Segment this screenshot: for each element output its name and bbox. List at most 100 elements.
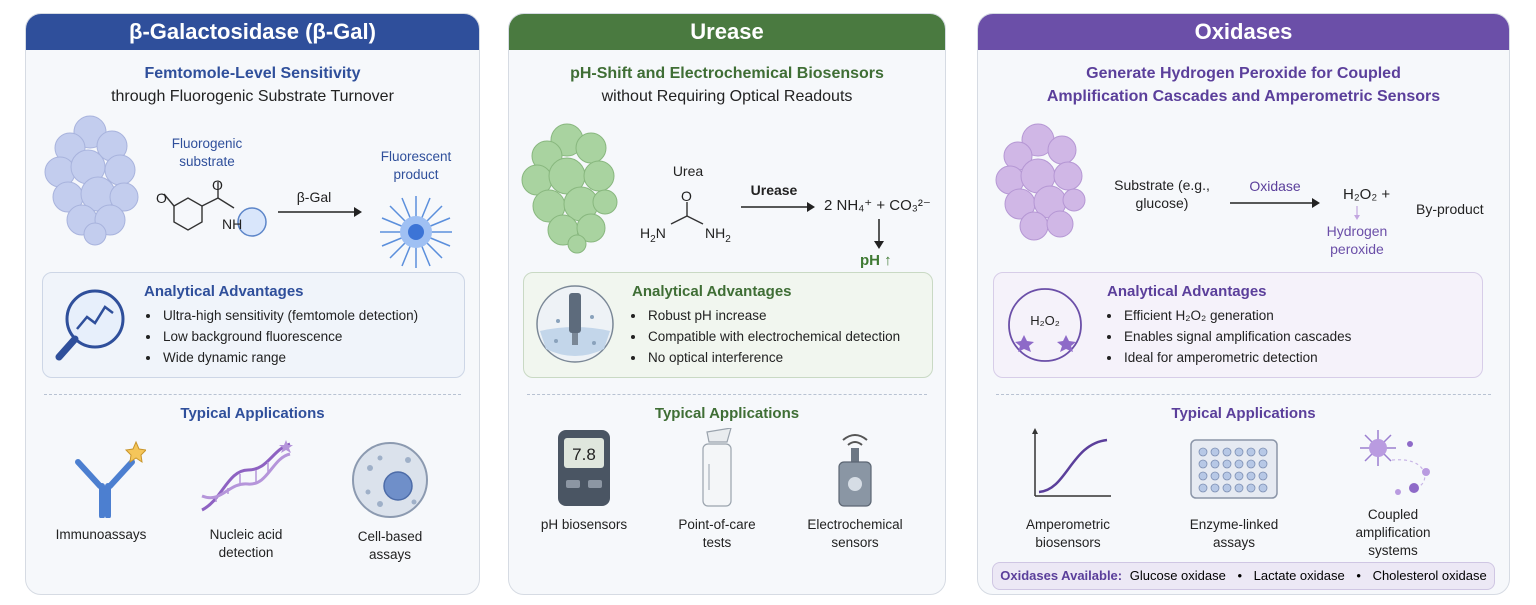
advantages-title: Analytical Advantages: [1107, 283, 1267, 300]
bullet-separator: •: [1237, 568, 1243, 583]
footer-item: Glucose oxidase: [1129, 568, 1226, 583]
dna-helix-icon: [201, 440, 293, 512]
enzyme-blob-icon: [521, 123, 618, 254]
app-cell-based: Cell-based assays: [340, 440, 440, 564]
urea-molecule-icon: [670, 202, 704, 225]
enzyme-blob-icon: [995, 123, 1086, 241]
arrow-icon: [741, 202, 815, 212]
app-ph-biosensors: 7.8 pH biosensors: [529, 428, 639, 534]
advantages-list: Efficient H₂O₂ generation Enables signal…: [1104, 305, 1351, 368]
atom-label-o1: O: [156, 190, 167, 206]
product-text: 2 NH₄⁺ + CO₃²⁻: [824, 197, 931, 214]
wireless-sensor-icon: [838, 434, 872, 507]
section-divider: [527, 394, 927, 395]
subtitle-line2: through Fluorogenic Substrate Turnover: [111, 88, 394, 105]
urease-panel: Urease pH-Shift and Electrochemical Bios…: [508, 13, 946, 595]
advantage-item: Ideal for amperometric detection: [1122, 347, 1351, 368]
advantages-box: Analytical Advantages Robust pH increase…: [523, 272, 933, 378]
down-arrow-icon: [874, 219, 884, 249]
oxidases-panel: Oxidases Generate Hydrogen Peroxide for …: [977, 13, 1510, 595]
product-label: Fluorescent product: [380, 149, 452, 182]
atom-label-o: O: [681, 188, 692, 204]
substrate-label: Substrate (e.g., glucose): [1114, 177, 1210, 211]
app-label: Amperometric biosensors: [1025, 517, 1111, 550]
advantage-item: Enables signal amplification cascades: [1122, 326, 1351, 347]
advantages-box: Analytical Advantages Ultra-high sensiti…: [42, 272, 465, 378]
atom-label-h2n: H2N: [640, 225, 666, 245]
panel-subtitle: Generate Hydrogen Peroxide for Coupled A…: [978, 62, 1509, 108]
small-arrow-icon: [1354, 206, 1360, 220]
arrow-icon: [278, 207, 362, 217]
enzyme-blob-icon: [44, 115, 139, 246]
arrow-label: β-Gal: [296, 189, 332, 205]
substrate-molecule-icon: [163, 182, 267, 237]
app-electrochemical: Electrochemical sensors: [799, 428, 911, 552]
app-point-of-care: Point-of-care tests: [667, 428, 767, 552]
advantage-item: Low background fluorescence: [161, 326, 418, 347]
arrow-label: Urease: [750, 182, 798, 198]
subtitle-line2: Amplification Cascades and Amperometric …: [1046, 88, 1441, 105]
advantage-item: Compatible with electrochemical detectio…: [646, 326, 900, 347]
applications-title: Typical Applications: [180, 405, 325, 422]
substrate-label: Urea: [672, 163, 704, 179]
substrate-label: Fluorogenic substrate: [171, 136, 243, 169]
advantages-box: H₂O₂ Analytical Advantages Efficient H₂O…: [993, 272, 1483, 378]
applications-title: Typical Applications: [654, 405, 800, 422]
advantage-item: Robust pH increase: [646, 305, 900, 326]
app-label: Electrochemical sensors: [807, 517, 903, 550]
ph-label: pH ↑: [860, 252, 892, 269]
panel-subtitle: Femtomole-Level Sensitivity through Fluo…: [26, 62, 479, 108]
bullet-separator: •: [1356, 568, 1361, 583]
arrow-icon: [1230, 198, 1320, 208]
beta-gal-panel: β-Galactosidase (β-Gal) Femtomole-Level …: [25, 13, 480, 595]
subtitle-line1: Generate Hydrogen Peroxide for Coupled: [1086, 65, 1401, 82]
section-divider: [44, 394, 461, 395]
test-strip-icon: [702, 428, 732, 507]
magnifier-chart-icon: [55, 289, 125, 361]
app-nucleic-acid: Nucleic acid detection: [186, 440, 306, 562]
subtitle-line1: pH-Shift and Electrochemical Biosensors: [570, 65, 884, 82]
atom-label-nh: NH: [222, 216, 243, 232]
cell-icon: [352, 442, 428, 518]
oxidases-available-bar: Oxidases Available: Glucose oxidase • La…: [992, 562, 1495, 590]
h2o2-icon-label: H₂O₂: [1030, 313, 1060, 328]
product-text: H₂O₂ +: [1343, 186, 1391, 203]
applications-title: Typical Applications: [1171, 405, 1316, 422]
advantage-item: Wide dynamic range: [161, 347, 418, 368]
meter-reading: 7.8: [572, 445, 596, 464]
sigmoid-curve-icon: [1032, 428, 1111, 497]
fluorescence-glow-icon: [380, 196, 452, 268]
ph-probe-beaker-icon: [536, 285, 614, 363]
advantage-item: Ultra-high sensitivity (femtomole detect…: [161, 305, 418, 326]
footer-label: Oxidases Available:: [1000, 568, 1123, 583]
panel-title: Urease: [509, 14, 945, 50]
byproduct-label: By-product: [1416, 201, 1484, 217]
app-label: Enzyme-linked assays: [1189, 517, 1279, 550]
arrow-label: Oxidase: [1249, 178, 1301, 194]
antibody-icon: [75, 440, 146, 518]
app-coupled-amplification: Coupled amplification systems: [1334, 428, 1452, 560]
app-label: Nucleic acid detection: [209, 527, 283, 560]
panel-subtitle: pH-Shift and Electrochemical Biosensors …: [509, 62, 945, 108]
app-label: pH biosensors: [540, 517, 628, 532]
advantage-item: No optical interference: [646, 347, 900, 368]
app-amperometric: Amperometric biosensors: [1008, 428, 1128, 552]
panel-title: Oxidases: [978, 14, 1509, 50]
panel-title: β-Galactosidase (β-Gal): [26, 14, 479, 50]
advantages-list: Ultra-high sensitivity (femtomole detect…: [143, 305, 418, 368]
advantages-title: Analytical Advantages: [144, 283, 304, 300]
footer-item: Cholesterol oxidase: [1372, 568, 1487, 583]
subtitle-line2: without Requiring Optical Readouts: [601, 88, 853, 105]
app-label: Immunoassays: [55, 527, 147, 542]
amplification-burst-icon: [1360, 430, 1430, 495]
advantages-title: Analytical Advantages: [632, 283, 792, 300]
advantage-item: Efficient H₂O₂ generation: [1122, 305, 1351, 326]
app-label: Point-of-care tests: [678, 517, 756, 550]
ph-meter-icon: 7.8: [558, 430, 610, 506]
app-label: Coupled amplification systems: [1355, 507, 1431, 558]
microplate-icon: [1190, 439, 1278, 499]
app-enzyme-linked: Enzyme-linked assays: [1174, 428, 1294, 552]
peroxide-label: Hydrogen peroxide: [1326, 223, 1388, 257]
advantages-list: Robust pH increase Compatible with elect…: [628, 305, 900, 368]
atom-label-o2: O: [212, 177, 223, 193]
